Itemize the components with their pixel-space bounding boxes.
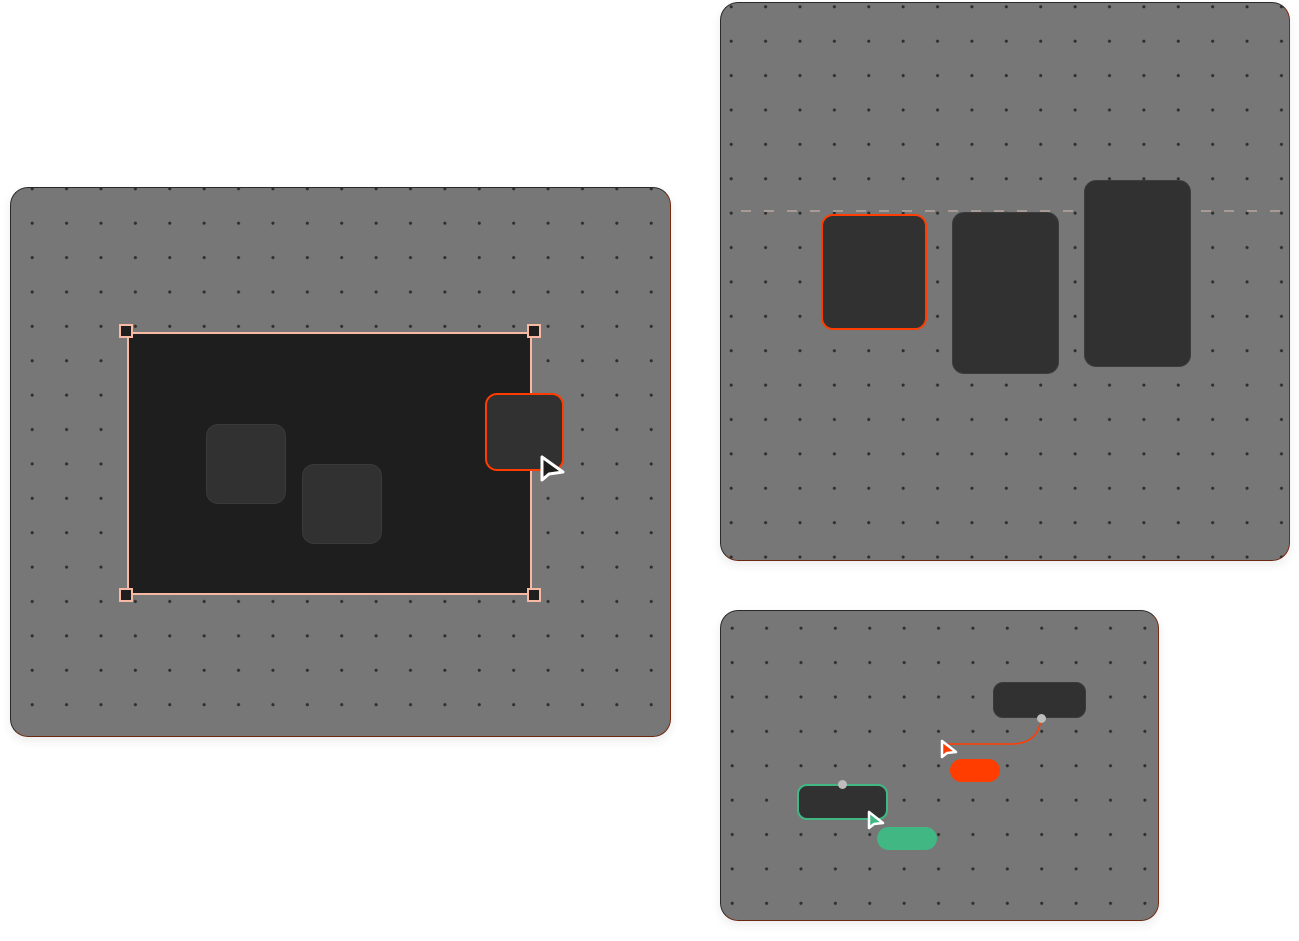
resize-handle-bottom-right[interactable] bbox=[527, 588, 541, 602]
aligned-card-selected[interactable] bbox=[821, 214, 927, 330]
resize-handle-bottom-left[interactable] bbox=[119, 588, 133, 602]
resize-handle-top-right[interactable] bbox=[527, 324, 541, 338]
resize-handle-top-left[interactable] bbox=[119, 324, 133, 338]
collaborator-label-green bbox=[877, 827, 937, 850]
collaborator-label-orange bbox=[950, 759, 1000, 782]
frame-child-card[interactable] bbox=[302, 464, 382, 544]
canvas-panel-alignment[interactable] bbox=[720, 2, 1290, 561]
aligned-card[interactable] bbox=[1084, 180, 1191, 367]
frame-child-card[interactable] bbox=[206, 424, 286, 504]
aligned-card[interactable] bbox=[952, 212, 1059, 374]
connector-handle[interactable] bbox=[838, 780, 847, 789]
frame[interactable] bbox=[127, 332, 532, 595]
canvas-panel-connections[interactable] bbox=[720, 610, 1159, 921]
cursor-arrow-icon bbox=[867, 810, 885, 830]
connector-handle[interactable] bbox=[1037, 714, 1046, 723]
dragged-card[interactable] bbox=[485, 393, 564, 471]
canvas-panel-frame-selection[interactable] bbox=[10, 187, 671, 737]
cursor-arrow-icon bbox=[540, 455, 565, 482]
connector-line bbox=[947, 717, 1042, 745]
cursor-arrow-icon bbox=[940, 739, 958, 759]
